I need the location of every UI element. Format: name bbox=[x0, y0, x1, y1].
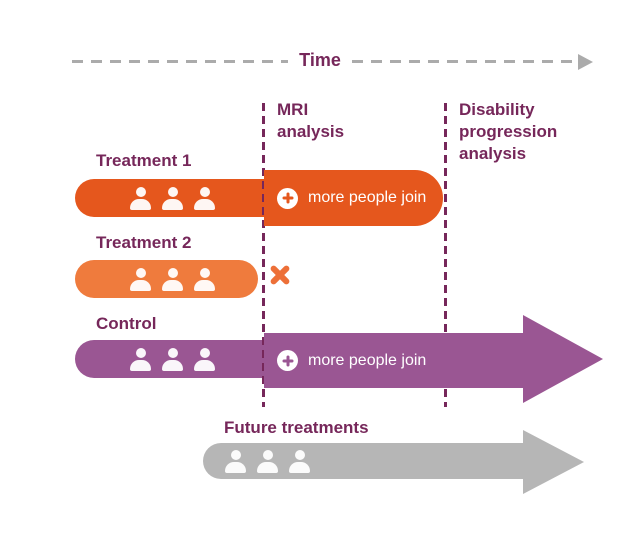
person-icon bbox=[289, 450, 310, 473]
control-bar bbox=[75, 340, 270, 378]
mri-analysis-dashed-line bbox=[262, 103, 265, 407]
plus-circle-icon bbox=[277, 187, 298, 209]
people-group-icon bbox=[130, 340, 215, 378]
control-arrowhead-icon bbox=[523, 315, 603, 403]
row-label-control: Control bbox=[96, 314, 157, 333]
disability-progression-label: Disability progression analysis bbox=[459, 100, 558, 163]
treatment-1-annotation: more people join bbox=[308, 189, 427, 206]
row-label-future-treatments: Future treatments bbox=[224, 418, 369, 437]
control-expanded-bar: more people join bbox=[264, 333, 523, 388]
person-icon bbox=[194, 268, 215, 291]
people-group-icon bbox=[130, 260, 215, 298]
people-group-icon bbox=[130, 179, 215, 217]
treatment-1-expanded-bar: more people join bbox=[264, 170, 443, 226]
x-mark-icon bbox=[268, 263, 292, 287]
plus-circle-icon bbox=[277, 350, 298, 371]
person-icon bbox=[257, 450, 278, 473]
time-axis-dashed-line-right bbox=[352, 60, 578, 63]
person-icon bbox=[130, 348, 151, 371]
future-treatments-bar bbox=[203, 443, 523, 479]
time-axis-label: Time bbox=[299, 50, 341, 70]
time-axis-arrowhead-icon bbox=[578, 54, 593, 70]
person-icon bbox=[194, 187, 215, 210]
row-label-treatment-2: Treatment 2 bbox=[96, 233, 192, 252]
time-axis-dashed-line-left bbox=[72, 60, 288, 63]
person-icon bbox=[162, 187, 183, 210]
person-icon bbox=[130, 268, 151, 291]
row-label-treatment-1: Treatment 1 bbox=[96, 151, 192, 170]
mri-analysis-label: MRI analysis bbox=[277, 100, 345, 141]
person-icon bbox=[130, 187, 151, 210]
person-icon bbox=[225, 450, 246, 473]
control-annotation: more people join bbox=[308, 351, 427, 369]
people-group-icon bbox=[225, 443, 310, 479]
treatment-1-bar bbox=[75, 179, 270, 217]
person-icon bbox=[162, 268, 183, 291]
treatment-2-bar bbox=[75, 260, 258, 298]
disability-progression-dashed-line bbox=[444, 103, 447, 407]
person-icon bbox=[162, 348, 183, 371]
person-icon bbox=[194, 348, 215, 371]
future-treatments-arrowhead-icon bbox=[523, 430, 584, 494]
